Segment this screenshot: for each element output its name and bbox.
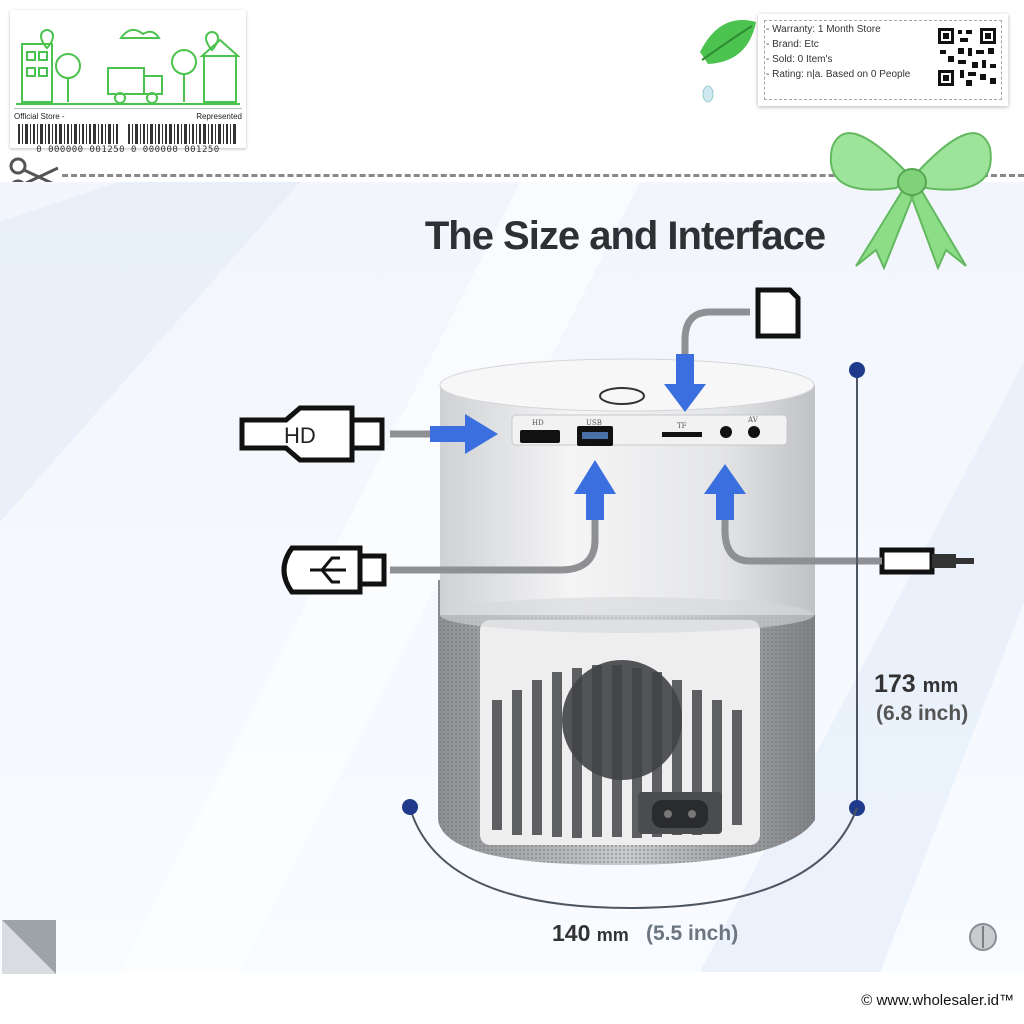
info-card-border xyxy=(764,20,1002,100)
width-mm-unit: mm xyxy=(596,925,629,945)
store-badge-labels: Official Store - Represented xyxy=(14,108,242,121)
height-mm-unit: mm xyxy=(922,675,959,697)
info-list: - Warranty: 1 Month Store - Brand: Etc -… xyxy=(766,22,910,82)
hd-connector-label: HD xyxy=(284,423,316,448)
store-badge: Official Store - Represented 0 000000 00… xyxy=(10,10,246,155)
width-dimension: 140 mm xyxy=(552,920,629,947)
bow-icon xyxy=(829,132,992,270)
store-right-label: Represented xyxy=(196,112,242,121)
page-curl-icon xyxy=(2,920,56,974)
qr-code-icon xyxy=(936,26,998,88)
warranty-info: - Warranty: 1 Month Store xyxy=(766,24,881,35)
usb-connector-icon xyxy=(281,545,387,595)
rating-info: - Rating: n|a. Based on 0 People xyxy=(766,69,911,80)
city-delivery-illustration xyxy=(16,28,240,105)
sd-card-icon xyxy=(755,287,801,339)
metal-button-icon xyxy=(969,923,997,951)
hdmi-connector-icon xyxy=(239,405,385,463)
barcode-icon xyxy=(18,124,236,144)
product-info-card: - Warranty: 1 Month Store - Brand: Etc -… xyxy=(758,14,1008,106)
connection-arrows xyxy=(430,354,746,520)
audio-plug-icon xyxy=(879,547,974,575)
height-mm-value: 173 xyxy=(874,670,916,698)
cut-line xyxy=(62,174,1024,177)
hd-port-label: HD xyxy=(532,419,544,427)
height-dimension: 173 mm xyxy=(874,670,958,699)
usb-port-label: USB xyxy=(586,419,602,427)
width-mm-value: 140 xyxy=(552,920,591,946)
av-port-label: AV xyxy=(747,416,759,424)
width-inch: (5.5 inch) xyxy=(646,922,739,945)
store-left-label: Official Store - xyxy=(14,112,65,121)
tf-port-label: TF xyxy=(677,422,687,430)
leaf-icon xyxy=(700,20,756,103)
copyright-footer: © www.wholesaler.id™ xyxy=(861,992,1014,1009)
height-inch: (6.8 inch) xyxy=(876,702,969,725)
barcode-digits: 0 000000 001250 0 000000 001250 xyxy=(36,145,220,155)
page-title: The Size and Interface xyxy=(424,214,826,258)
brand-info: - Brand: Etc xyxy=(766,39,819,50)
projector-illustration: HD USB TF AV xyxy=(239,287,974,910)
sold-info: - Sold: 0 Item's xyxy=(766,54,833,65)
